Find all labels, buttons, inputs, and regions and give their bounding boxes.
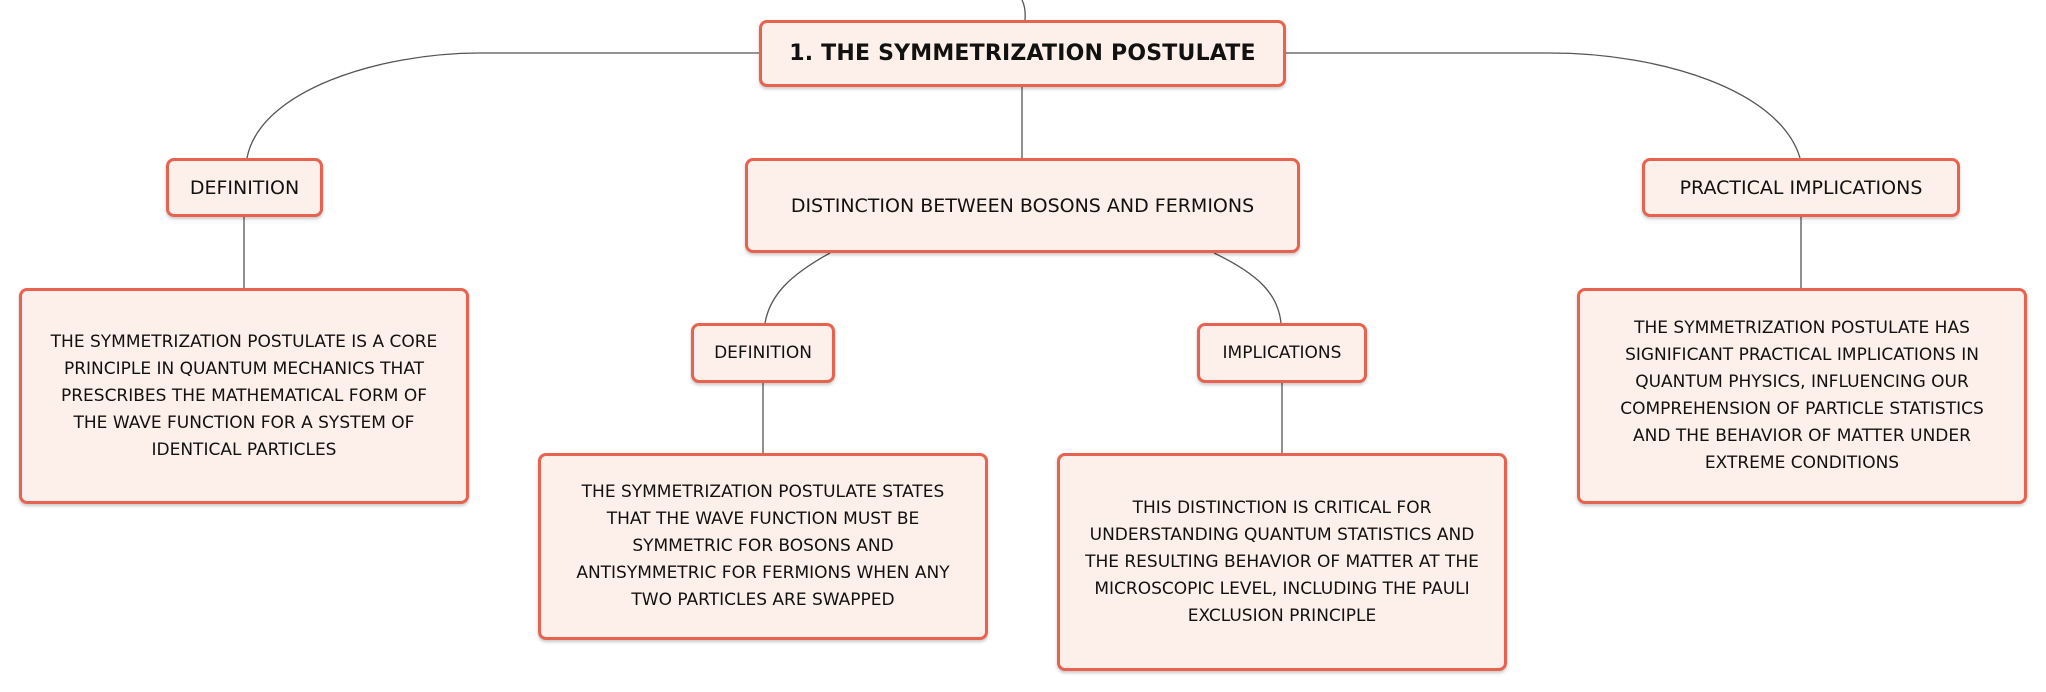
practical-implications-label: PRACTICAL IMPLICATIONS: [1679, 176, 1923, 199]
root-title: 1. THE SYMMETRIZATION POSTULATE: [789, 41, 1256, 66]
connector-distinction-to-implications: [1213, 252, 1282, 324]
practical-implications-node[interactable]: PRACTICAL IMPLICATIONS: [1642, 158, 1960, 217]
implications-label: IMPLICATIONS: [1222, 343, 1342, 363]
implications-detail-text: THIS DISTINCTION IS CRITICAL FOR UNDERST…: [1085, 497, 1479, 626]
implications-detail-node[interactable]: THIS DISTINCTION IS CRITICAL FOR UNDERST…: [1057, 453, 1507, 671]
implications-node[interactable]: IMPLICATIONS: [1197, 323, 1367, 383]
definition-node[interactable]: DEFINITION: [166, 158, 323, 217]
definition-label: DEFINITION: [189, 176, 300, 199]
definition-detail-text: THE SYMMETRIZATION POSTULATE IS A CORE P…: [50, 331, 438, 460]
connector-root-to-definition: [246, 52, 759, 159]
connector-incoming: [1021, 0, 1026, 21]
distinction-definition-detail-text: THE SYMMETRIZATION POSTULATE STATES THAT…: [576, 482, 950, 610]
distinction-definition-detail-node[interactable]: THE SYMMETRIZATION POSTULATE STATES THAT…: [538, 453, 988, 640]
distinction-node[interactable]: DISTINCTION BETWEEN BOSONS AND FERMIONS: [745, 158, 1300, 253]
distinction-label: DISTINCTION BETWEEN BOSONS AND FERMIONS: [790, 194, 1255, 217]
distinction-definition-label: DEFINITION: [714, 343, 812, 363]
root-node[interactable]: 1. THE SYMMETRIZATION POSTULATE: [759, 20, 1286, 87]
connector-distinction-to-definition: [764, 252, 831, 324]
practical-implications-detail-text: THE SYMMETRIZATION POSTULATE HAS SIGNIFI…: [1620, 318, 1984, 473]
definition-detail-node[interactable]: THE SYMMETRIZATION POSTULATE IS A CORE P…: [19, 288, 469, 504]
connector-root-to-practical: [1286, 52, 1801, 159]
distinction-definition-node[interactable]: DEFINITION: [691, 323, 835, 383]
practical-implications-detail-node[interactable]: THE SYMMETRIZATION POSTULATE HAS SIGNIFI…: [1577, 288, 2027, 504]
